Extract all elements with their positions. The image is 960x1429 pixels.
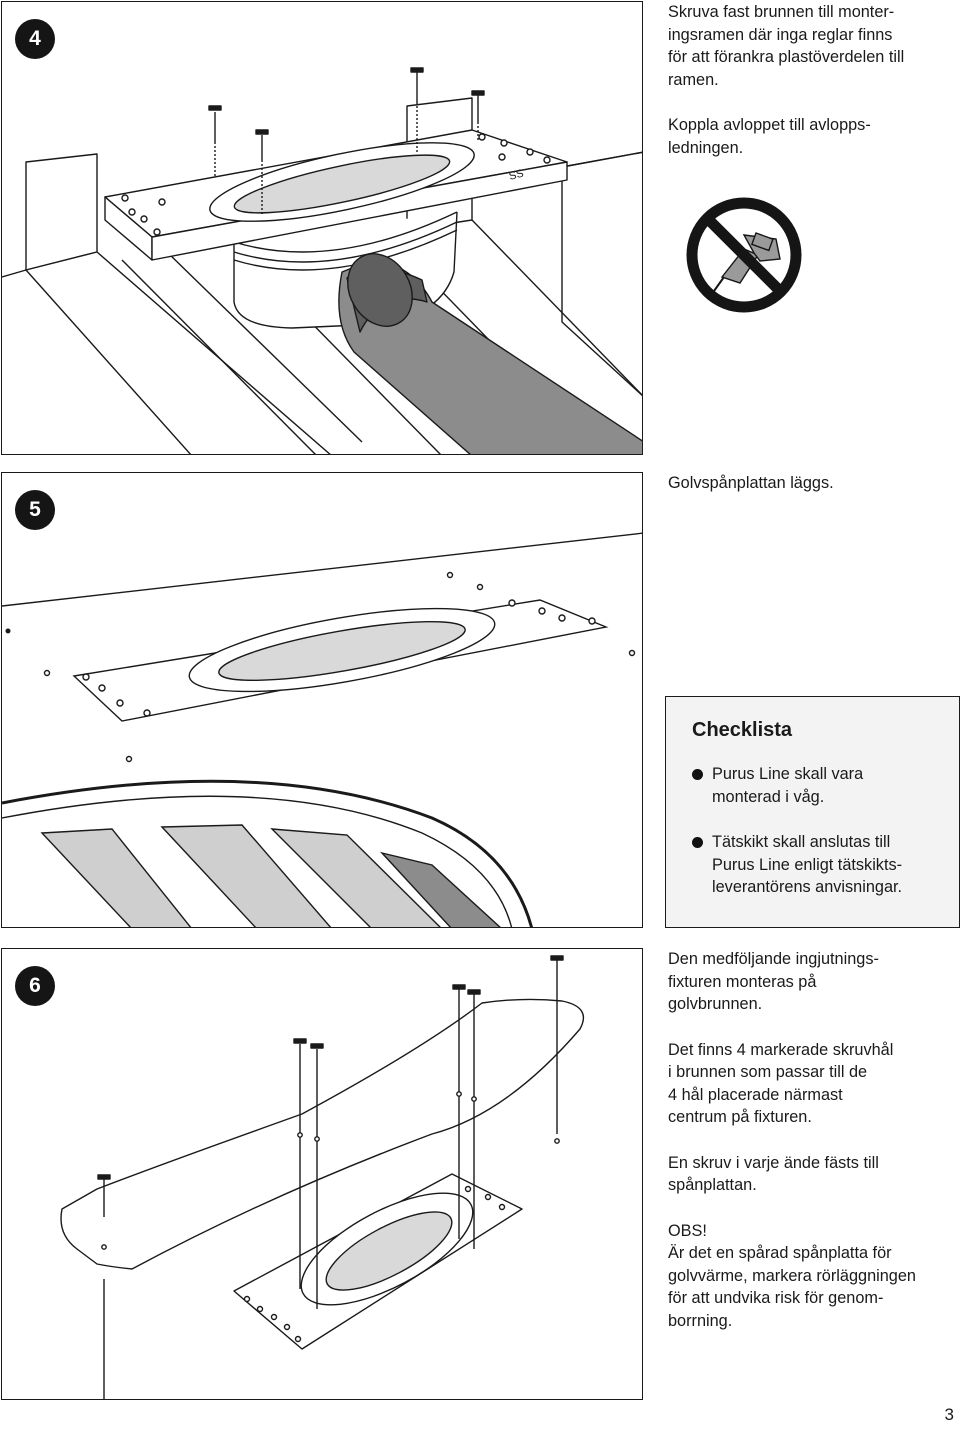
step-6-paragraph-3: En skruv i varje ände fästs till spånpla… <box>668 1153 879 1195</box>
bullet-icon <box>692 837 703 848</box>
step-4-illustration-panel: SS 4 <box>1 1 643 455</box>
step-5-paragraph-1: Golvspånplattan läggs. <box>668 474 834 492</box>
checklist-item: Tätskikt skall anslutas till Purus Line … <box>692 831 952 899</box>
step-4-text: Skruva fast brunnen till monter- ingsram… <box>668 1 958 182</box>
checklist-title: Checklista <box>692 719 793 741</box>
step-5-text: Golvspånplattan läggs. <box>668 472 958 518</box>
step-4-paragraph-1: Skruva fast brunnen till monter- ingsram… <box>668 3 905 89</box>
page-number: 3 <box>944 1405 954 1424</box>
step-5-number: 5 <box>15 490 55 530</box>
checklist-items: Purus Line skall vara monterad i våg. Tä… <box>692 763 952 922</box>
step-5-illustration <box>2 532 642 927</box>
checklist-item-text: Tätskikt skall anslutas till Purus Line … <box>712 833 903 896</box>
checklist-item-text: Purus Line skall vara monterad i våg. <box>712 765 864 806</box>
bullet-icon <box>692 769 703 780</box>
step-4-number: 4 <box>15 19 55 59</box>
step-6-number: 6 <box>15 966 55 1006</box>
step-6-illustration <box>60 955 585 1399</box>
checklist-box: Checklista Purus Line skall vara montera… <box>665 696 960 928</box>
no-power-drill-icon <box>686 197 802 313</box>
illustration-label: SS <box>508 168 525 183</box>
step-6-paragraph-4: OBS! Är det en spårad spånplatta för gol… <box>668 1221 916 1330</box>
step-4-paragraph-2: Koppla avloppet till avlopps- ledningen. <box>668 116 871 157</box>
checklist-item: Purus Line skall vara monterad i våg. <box>692 763 952 808</box>
step-4-illustration: SS <box>2 67 642 454</box>
step-5-illustration-panel: 5 <box>1 472 643 928</box>
step-6-paragraph-2: Det finns 4 markerade skruvhål i brunnen… <box>668 1040 894 1127</box>
step-6-text: Den medföljande ingjutnings- fixturen mo… <box>668 948 960 1355</box>
step-6-paragraph-1: Den medföljande ingjutnings- fixturen mo… <box>668 950 879 1013</box>
step-6-illustration-panel: 6 <box>1 948 643 1400</box>
